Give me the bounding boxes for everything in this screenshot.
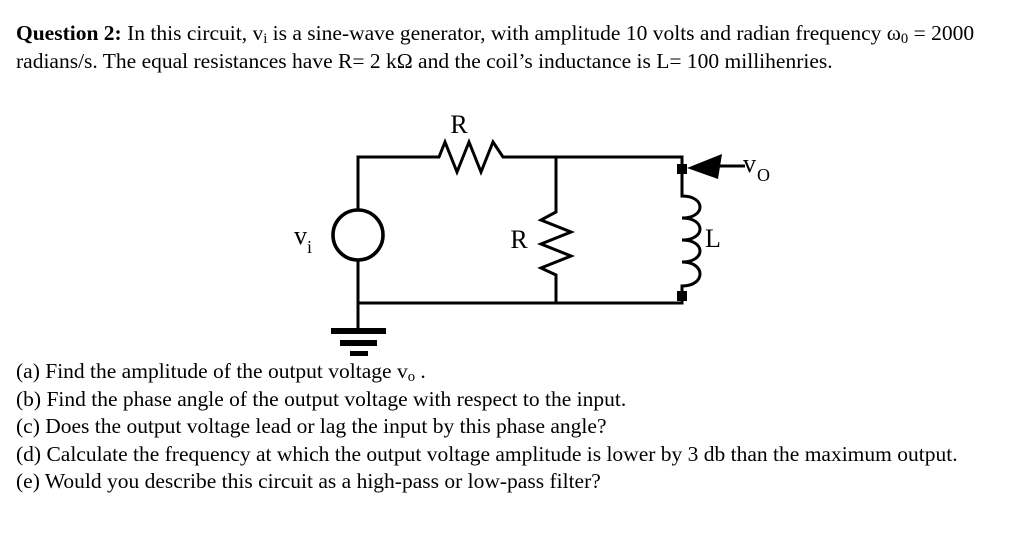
ground-bar-2 (340, 340, 377, 346)
question-item-a: (a) Find the amplitude of the output vol… (16, 358, 1001, 386)
omega-base: ω (886, 21, 901, 45)
omega-subscript: 0 (900, 31, 909, 48)
output-label: v O (743, 149, 770, 185)
question-list: (a) Find the amplitude of the output vol… (16, 358, 1001, 496)
inductor-symbol (680, 194, 702, 288)
ground-bar-3 (350, 351, 368, 356)
output-label-subscript: O (757, 165, 770, 185)
question-a-post: . (415, 359, 426, 383)
source-label: v i (294, 221, 312, 257)
question-label: Question 2: (16, 21, 122, 45)
question-item-b: (b) Find the phase angle of the output v… (16, 386, 1001, 414)
source-label-base: v (294, 221, 307, 250)
question-item-d: (d) Calculate the frequency at which the… (16, 441, 1001, 469)
question-b-text: (b) Find the phase angle of the output v… (16, 386, 627, 411)
question-a-var-base: v (396, 359, 408, 383)
series-resistor-symbol (430, 137, 512, 177)
ground-symbol (331, 328, 386, 356)
inline-variable-omega0: ω0 (886, 21, 909, 48)
problem-statement: Question 2: In this circuit, vi is a sin… (16, 20, 1001, 75)
ground-bar-1 (331, 328, 386, 334)
inline-variable-vi: vi (252, 21, 268, 48)
vi-subscript: i (263, 31, 268, 48)
circuit-svg: R R L v i v O (294, 110, 770, 356)
shunt-resistor-symbol (536, 206, 576, 305)
source-label-subscript: i (307, 237, 312, 257)
question-e-text: (e) Would you describe this circuit as a… (16, 469, 601, 493)
circuit-diagram: R R L v i v O (0, 108, 1024, 358)
question-item-c: (c) Does the output voltage lead or lag … (16, 413, 1001, 441)
question-c-text: (c) Does the output voltage lead or lag … (16, 414, 607, 438)
inductor-label: L (705, 224, 721, 253)
question-a-variable: vo (396, 359, 416, 386)
series-resistor-label: R (450, 110, 468, 139)
arrow-head-icon (687, 154, 722, 179)
node-dot-bottom-right (677, 291, 687, 301)
vi-base: v (252, 21, 264, 45)
question-item-e: (e) Would you describe this circuit as a… (16, 468, 1001, 496)
node-dot-output (677, 164, 687, 174)
statement-part-3: = 2000 radians/s. The equal resistances … (16, 21, 975, 73)
statement-part-2: is a sine-wave generator, with amplitude… (267, 21, 887, 45)
statement-part-1: In this circuit, (121, 21, 253, 45)
question-a-text: (a) Find the amplitude of the output vol… (16, 359, 397, 383)
question-a-var-subscript: o (407, 369, 416, 386)
question-d-text: (d) Calculate the frequency at which the… (16, 441, 958, 466)
shunt-resistor-label: R (510, 225, 528, 254)
voltage-source-symbol (331, 208, 385, 262)
output-label-base: v (743, 149, 756, 178)
output-voltage-arrow (687, 154, 745, 179)
